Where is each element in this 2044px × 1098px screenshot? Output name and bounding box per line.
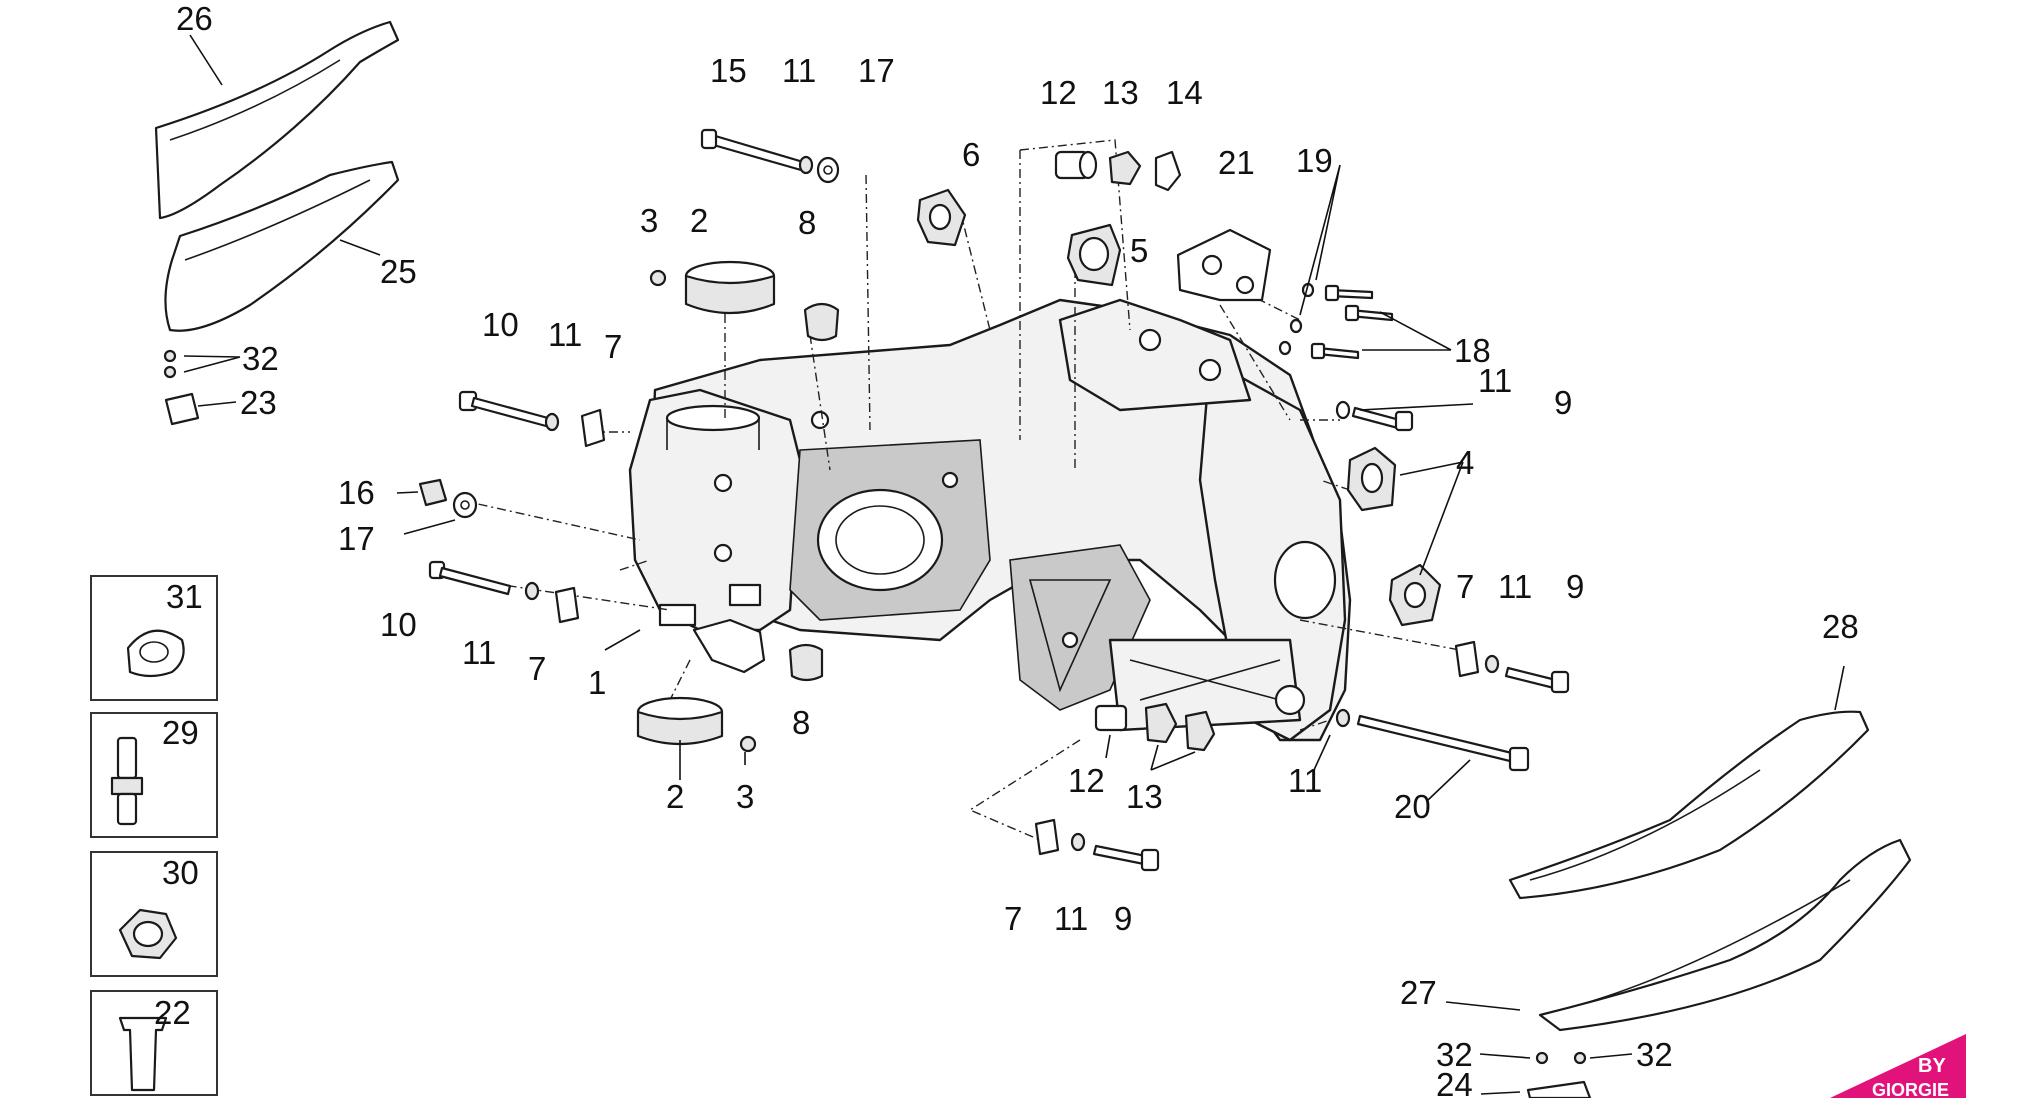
brand-logo: BY GIORGIE <box>1830 1034 1966 1098</box>
callout-7: 7 <box>1004 900 1022 937</box>
callout-30: 30 <box>162 854 199 891</box>
callout-10: 10 <box>380 606 417 643</box>
callout-labels: 26 25 32 23 15 11 17 12 13 14 6 21 19 5 … <box>154 0 1859 1098</box>
callout-32: 32 <box>1436 1036 1473 1073</box>
callout-22: 22 <box>154 994 191 1031</box>
callout-21: 21 <box>1218 144 1255 181</box>
left-panels <box>154 20 400 426</box>
callout-11: 11 <box>548 316 582 353</box>
callout-28: 28 <box>1822 608 1859 645</box>
callout-11: 11 <box>782 52 816 89</box>
logo-text-line2: GIORGIE <box>1872 1080 1949 1098</box>
callout-10: 10 <box>482 306 519 343</box>
callout-14: 14 <box>1166 74 1203 111</box>
callout-7: 7 <box>604 328 622 365</box>
callout-8: 8 <box>798 204 816 241</box>
callout-11: 11 <box>1478 362 1512 399</box>
callout-8: 8 <box>792 704 810 741</box>
callout-3: 3 <box>736 778 754 815</box>
callout-6: 6 <box>962 136 980 173</box>
callout-27: 27 <box>1400 974 1437 1011</box>
small-parts <box>418 128 1570 872</box>
callout-11: 11 <box>462 634 496 671</box>
callout-24: 24 <box>1436 1066 1473 1098</box>
logo-text-line1: BY <box>1918 1055 1946 1077</box>
callout-5: 5 <box>1130 232 1148 269</box>
callout-32: 32 <box>1636 1036 1673 1073</box>
callout-13: 13 <box>1126 778 1163 815</box>
callout-4: 4 <box>1456 444 1474 481</box>
side-box-31 <box>90 575 218 701</box>
callout-19: 19 <box>1296 142 1333 179</box>
side-box-30 <box>90 851 218 977</box>
main-frame <box>628 298 1352 742</box>
callout-2: 2 <box>666 778 684 815</box>
callout-20: 20 <box>1394 788 1431 825</box>
callout-3: 3 <box>640 202 658 239</box>
callout-7: 7 <box>1456 568 1474 605</box>
leader-lines <box>183 34 1845 1095</box>
callout-17: 17 <box>858 52 895 89</box>
callout-32: 32 <box>242 340 279 377</box>
callout-9: 9 <box>1114 900 1132 937</box>
callout-11: 11 <box>1054 900 1088 937</box>
callout-12: 12 <box>1040 74 1077 111</box>
callout-18: 18 <box>1454 332 1491 369</box>
side-box-29 <box>90 712 218 838</box>
callout-11: 11 <box>1498 568 1532 605</box>
callout-2: 2 <box>690 202 708 239</box>
callout-25: 25 <box>380 253 417 290</box>
side-box-22 <box>90 990 218 1096</box>
callout-9: 9 <box>1566 568 1584 605</box>
callout-13: 13 <box>1102 74 1139 111</box>
callout-11: 11 <box>1288 762 1322 799</box>
callout-17: 17 <box>338 520 375 557</box>
right-panels <box>1508 710 1912 1098</box>
callout-7: 7 <box>528 650 546 687</box>
callout-29: 29 <box>162 714 199 751</box>
callout-15: 15 <box>710 52 747 89</box>
callout-16: 16 <box>338 474 375 511</box>
callout-1: 1 <box>588 664 606 701</box>
callout-9: 9 <box>1554 384 1572 421</box>
callout-23: 23 <box>240 384 277 421</box>
callout-31: 31 <box>166 578 203 615</box>
callout-26: 26 <box>176 0 213 37</box>
callout-12: 12 <box>1068 762 1105 799</box>
